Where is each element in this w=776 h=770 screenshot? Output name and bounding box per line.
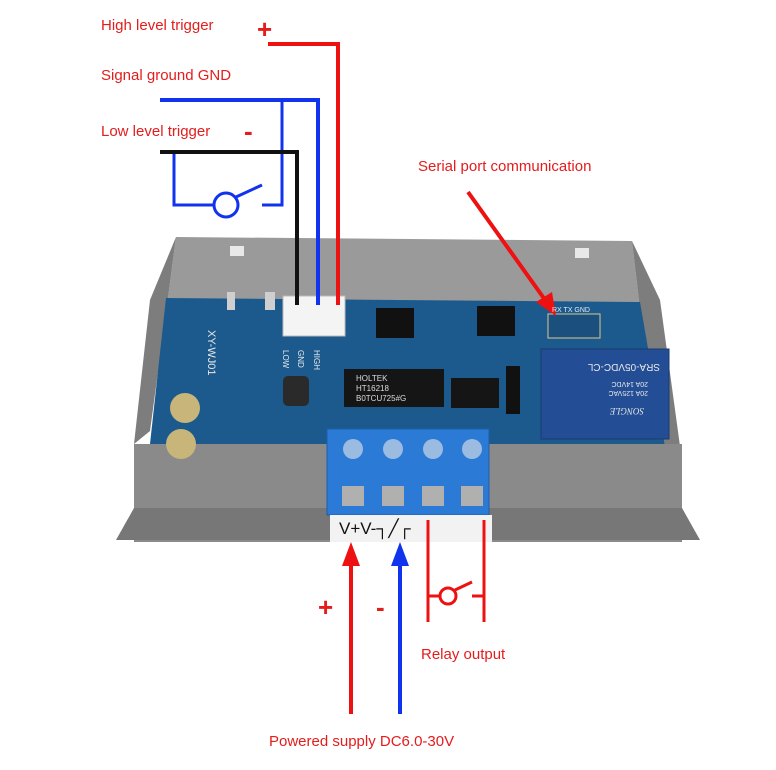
pin-header (506, 366, 520, 414)
serial-port-pads (547, 313, 601, 339)
terminal-clamp (422, 486, 444, 506)
relay-model: SRA-05VDC-CL (587, 361, 660, 372)
relay-rating-1: 20A 14VDC (611, 380, 648, 387)
serial-arrow-line (466, 190, 550, 306)
high-trigger-plus-sign: + (257, 14, 273, 44)
power-minus-arrow-head (391, 542, 409, 566)
capacitor (170, 393, 200, 423)
low-trigger-minus-sign: - (244, 116, 253, 146)
relay-switch-lever-icon (454, 580, 473, 592)
switch-wire-left (172, 152, 213, 207)
relay (540, 348, 670, 440)
terminal-label-text: V+V-┐╱┌ (339, 518, 412, 539)
switch-lever-icon (235, 183, 263, 199)
power-minus-sign: - (376, 592, 385, 622)
inductor (283, 376, 309, 406)
main-chip (344, 369, 444, 407)
terminal-screw (383, 439, 403, 459)
power-supply-label: Powered supply DC6.0-30V (269, 733, 455, 750)
header-pin-high: HIGH (312, 350, 321, 370)
relay-rating-2: 20A 125VAC (608, 389, 648, 396)
enclosure-left-wall (134, 237, 176, 444)
terminal-label-strip (330, 515, 492, 542)
serial-arrow-head (536, 292, 556, 316)
high-trigger-label: High level trigger (101, 17, 214, 34)
terminal-clamp (461, 486, 483, 506)
enclosure-clip (265, 292, 275, 310)
relay-switch-contact-icon (438, 586, 458, 606)
low-trigger-label: Low level trigger (101, 123, 211, 140)
chip-brand: HOLTEK (356, 374, 388, 383)
serial-pin-labels: RX TX GND (552, 307, 590, 314)
capacitor (166, 429, 196, 459)
terminal-clamp (342, 486, 364, 506)
power-plus-sign: + (318, 592, 334, 622)
gnd-loop-wire (262, 100, 284, 207)
enclosure-clip (230, 246, 244, 256)
terminal-screw (343, 439, 363, 459)
power-plus-arrow-head (342, 542, 360, 566)
relay-output-label: Relay output (421, 646, 506, 663)
board-model-text: XY-WJ01 (205, 330, 217, 375)
signal-header-connector (282, 295, 346, 337)
ic-chip (376, 308, 414, 338)
high-trigger-wire (268, 42, 340, 305)
terminal-screw (462, 439, 482, 459)
enclosure-clip (227, 292, 235, 310)
signal-gnd-label: Signal ground GND (101, 67, 232, 84)
chip-code: B0TCU725#G (356, 394, 406, 403)
secondary-chip (451, 378, 499, 408)
relay-brand: SONGLE (609, 406, 644, 416)
chip-model: HT16218 (356, 384, 389, 393)
gnd-wire (160, 98, 320, 305)
header-pin-gnd: GND (296, 350, 305, 368)
terminal-screw (423, 439, 443, 459)
enclosure-clip (575, 248, 589, 258)
serial-port-label: Serial port communication (418, 158, 592, 175)
low-trigger-wire (160, 150, 299, 305)
header-pin-low: LOW (281, 350, 290, 369)
terminal-clamp (382, 486, 404, 506)
switch-contact-icon (212, 191, 240, 219)
ic-chip (477, 306, 515, 336)
